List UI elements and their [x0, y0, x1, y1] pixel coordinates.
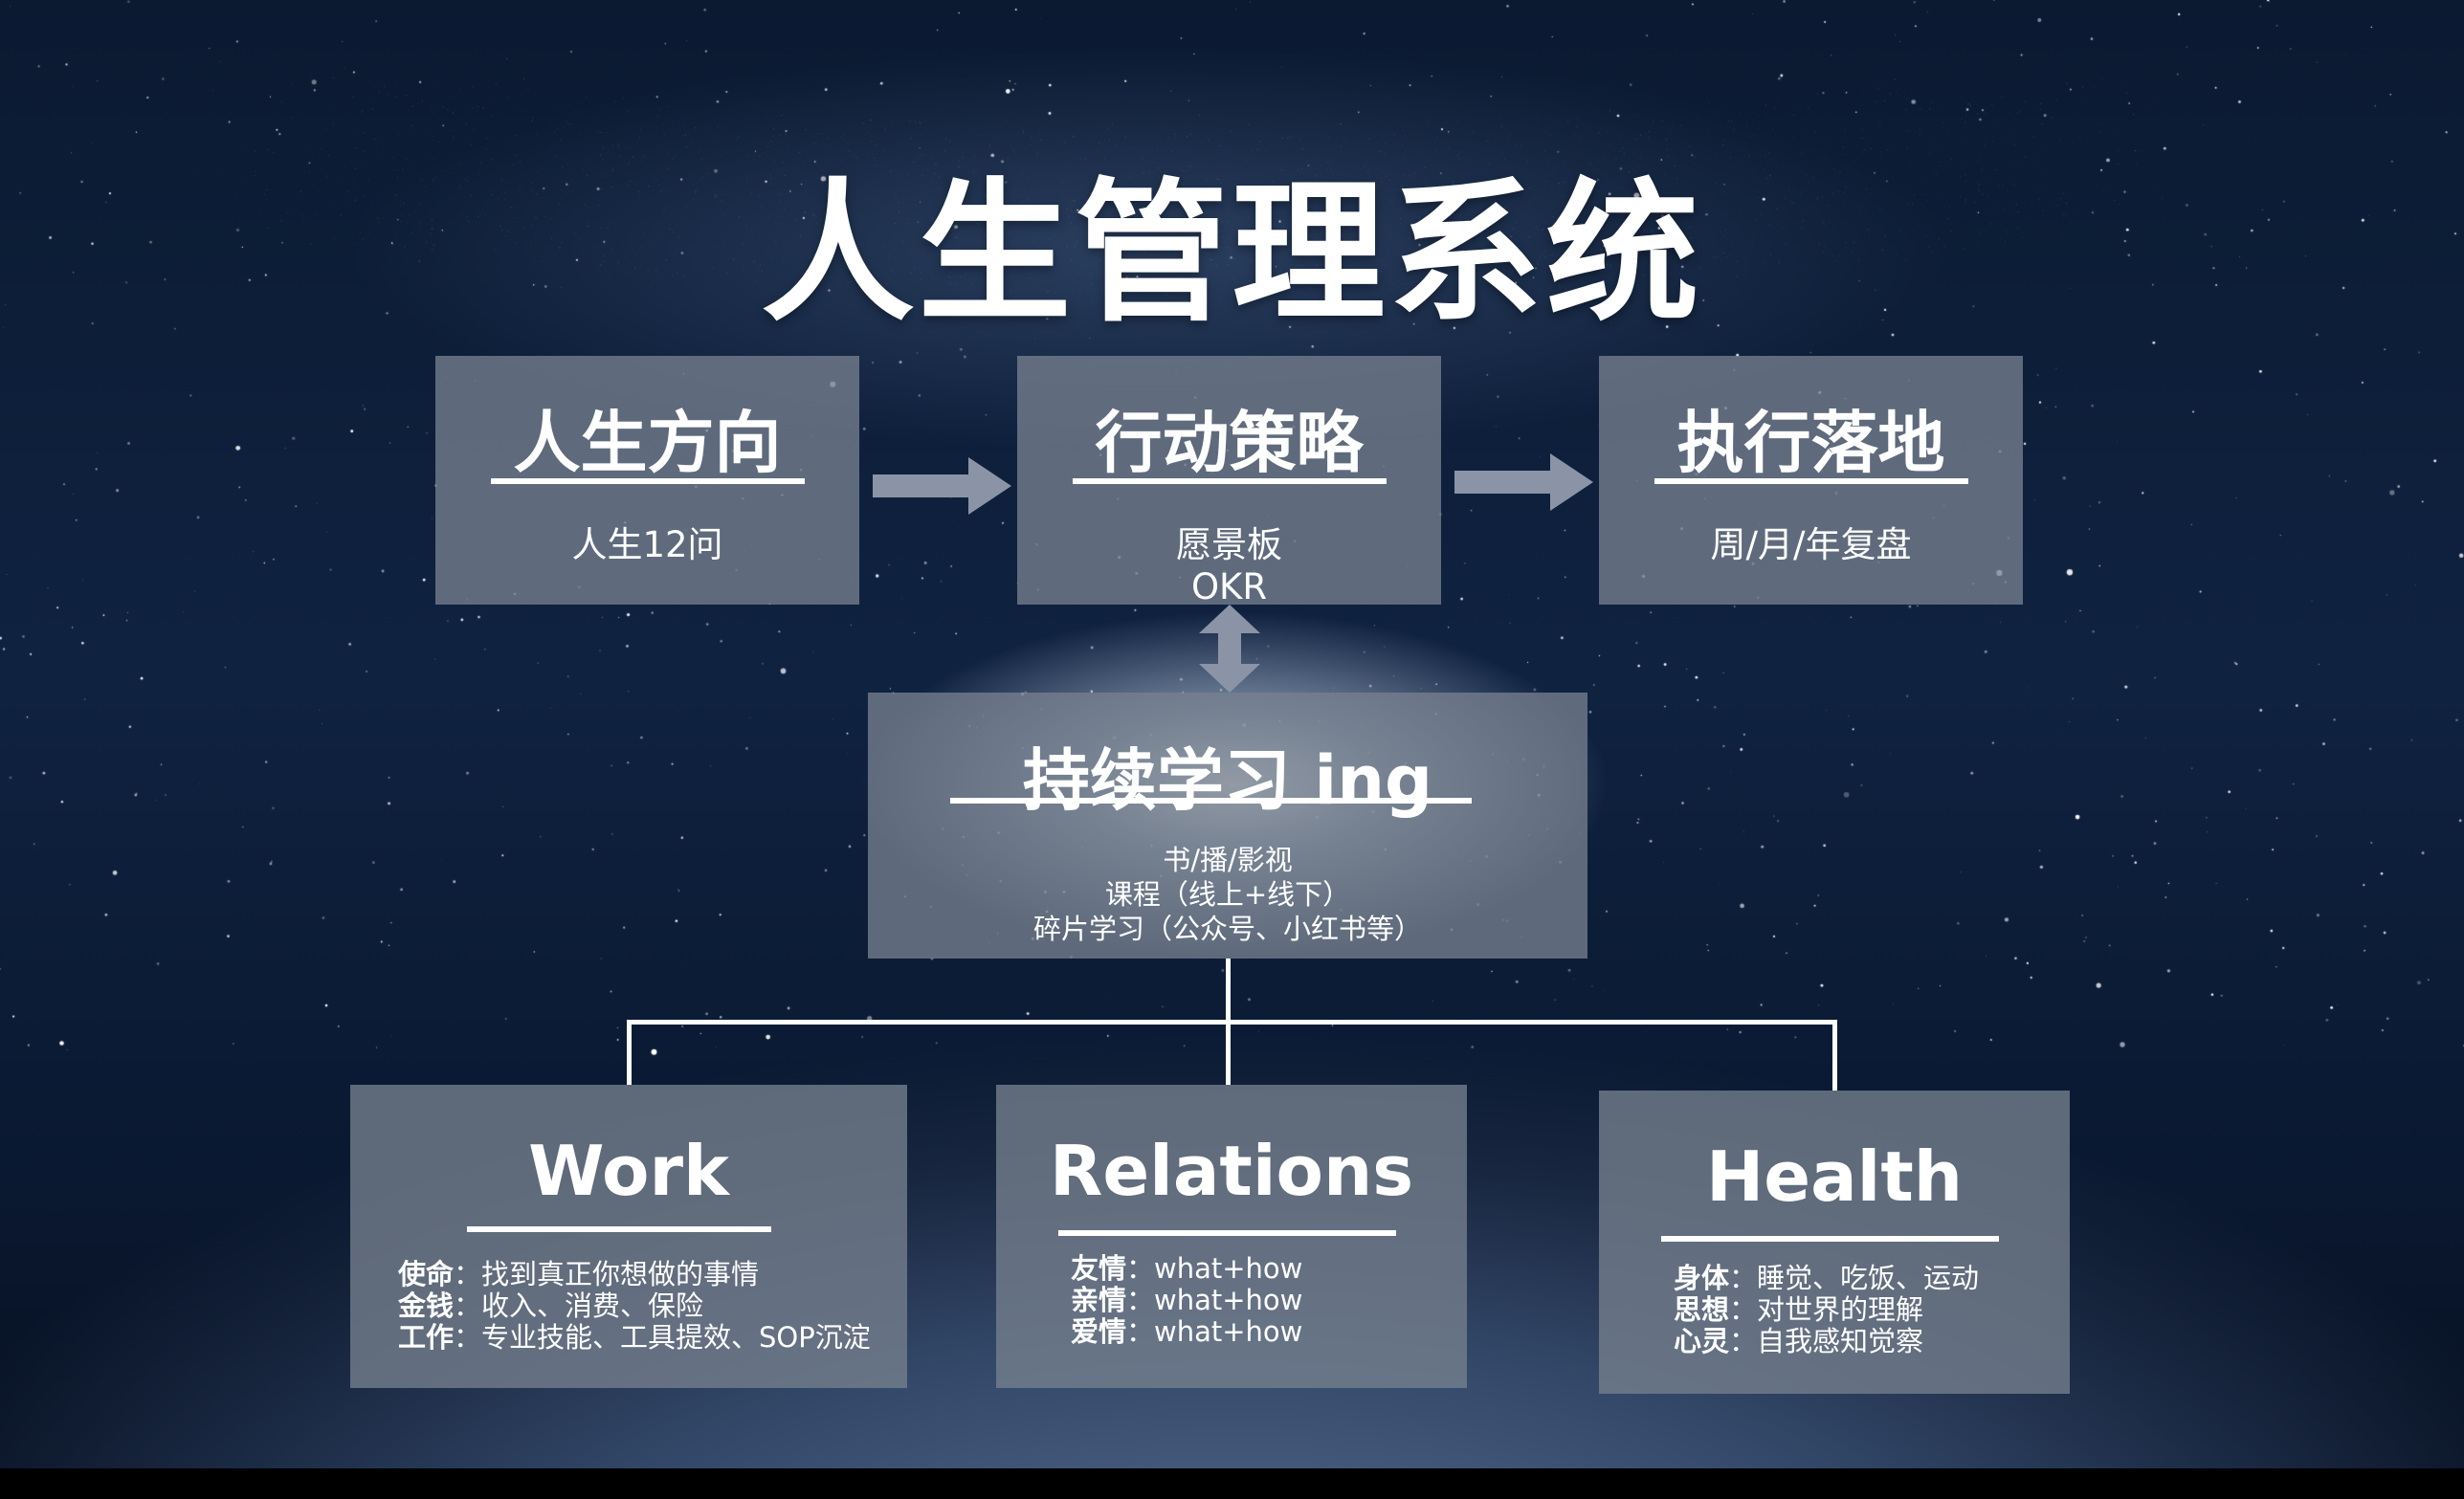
area-box-health: Health 身体：睡觉、吃饭、运动 思想：对世界的理解 心灵：自我感知觉察	[1599, 1091, 2070, 1394]
connector-line	[627, 1020, 632, 1085]
area-item: 心灵：自我感知觉察	[1674, 1325, 1924, 1357]
area-item: 金钱：收入、消费、保险	[398, 1290, 704, 1322]
title-underline	[1073, 478, 1387, 484]
stage-title: 行动策略	[1095, 404, 1364, 482]
page-title: 人生管理系统	[761, 164, 1703, 342]
area-box-relations: Relations 友情：what+how 亲情：what+how 爱情：wha…	[996, 1085, 1467, 1388]
title-underline	[491, 478, 805, 484]
stage-title: 人生方向	[513, 404, 782, 482]
learning-line: 课程（线上+线下）	[1104, 878, 1351, 911]
area-item: 身体：睡觉、吃饭、运动	[1674, 1262, 1980, 1294]
title-underline	[467, 1226, 771, 1232]
stage-subtitle: 人生12问	[571, 524, 723, 565]
stage-subtitle: 愿景板	[1176, 524, 1282, 565]
area-title: Health	[1705, 1136, 1964, 1217]
stage-title: 执行落地	[1676, 404, 1945, 482]
area-item: 亲情：what+how	[1071, 1284, 1303, 1316]
area-item: 友情：what+how	[1071, 1252, 1303, 1285]
title-underline	[1058, 1230, 1396, 1236]
learning-box: 持续学习 ing 书/播/影视 课程（线上+线下） 碎片学习（公众号、小红书等）	[868, 693, 1587, 959]
title-underline	[1654, 478, 1968, 484]
learning-line: 碎片学习（公众号、小红书等）	[1032, 913, 1422, 945]
arrow-vertical-icon	[1199, 605, 1260, 693]
arrow-right-icon	[873, 457, 1011, 515]
stage-box-direction: 人生方向 人生12问	[435, 356, 859, 605]
title-underline	[1661, 1236, 1999, 1242]
stage-box-strategy: 行动策略 愿景板 OKR	[1017, 356, 1441, 607]
area-title: Relations	[1049, 1131, 1414, 1211]
stage-subtitle: 周/月/年复盘	[1710, 524, 1912, 565]
stage-subtitle: OKR	[1190, 566, 1268, 607]
area-title: Work	[528, 1131, 729, 1211]
learning-title: 持续学习 ing	[1022, 741, 1433, 820]
area-item: 爱情：what+how	[1071, 1315, 1303, 1348]
connector-line	[1832, 1020, 1837, 1091]
area-item: 思想：对世界的理解	[1674, 1293, 1924, 1326]
area-items: 使命：找到真正你想做的事情 金钱：收入、消费、保险 工作：专业技能、工具提效、S…	[398, 1259, 871, 1354]
learning-line: 书/播/影视	[1163, 844, 1293, 876]
area-items: 友情：what+how 亲情：what+how 爱情：what+how	[1071, 1253, 1302, 1348]
area-items: 身体：睡觉、吃饭、运动 思想：对世界的理解 心灵：自我感知觉察	[1674, 1263, 1979, 1357]
title-underline	[950, 798, 1472, 804]
area-item: 使命：找到真正你想做的事情	[398, 1258, 760, 1290]
connector-line	[627, 1020, 1837, 1025]
area-item: 工作：专业技能、工具提效、SOP沉淀	[398, 1321, 871, 1354]
area-box-work: Work 使命：找到真正你想做的事情 金钱：收入、消费、保险 工作：专业技能、工…	[350, 1085, 907, 1388]
arrow-right-icon	[1454, 453, 1593, 511]
stage-box-execution: 执行落地 周/月/年复盘	[1599, 356, 2023, 605]
bottom-bar	[0, 1468, 2464, 1499]
